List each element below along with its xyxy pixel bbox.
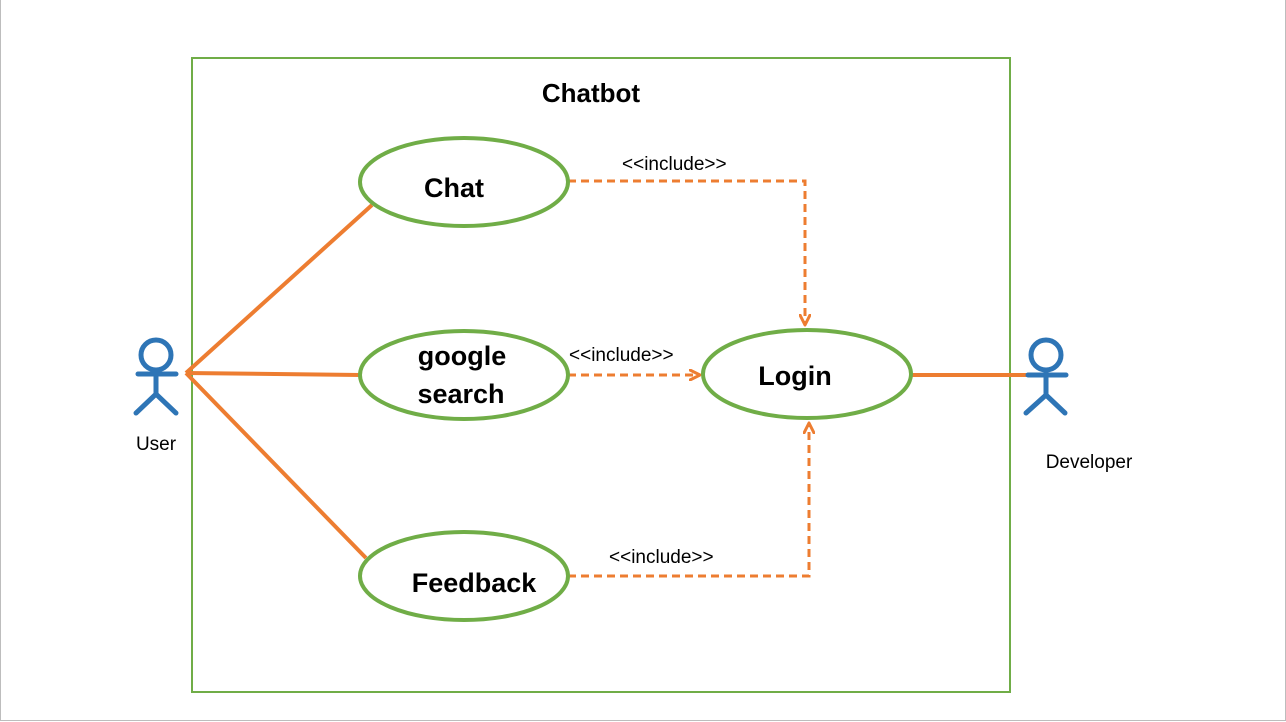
user-actor-icon xyxy=(133,337,179,416)
search-include-label: <<include>> xyxy=(569,345,674,366)
user-feedback-association xyxy=(184,371,368,560)
use-case-login-ellipse xyxy=(701,328,913,420)
use-case-feedback-label: Feedback xyxy=(412,568,538,598)
user-actor-label: User xyxy=(136,434,177,455)
use-case-login-label: Login xyxy=(758,361,831,391)
use-case-chat-label: Chat xyxy=(424,173,484,203)
chat-include-arrow xyxy=(568,179,805,325)
feedback-include-label: <<include>> xyxy=(609,547,714,568)
use-case-google-search-label-line1: google xyxy=(418,341,507,371)
use-case-login: Login xyxy=(701,328,913,420)
chat-include-label: <<include>> xyxy=(622,154,727,175)
use-case-google-search: google search xyxy=(358,329,570,421)
system-title: Chatbot xyxy=(542,78,641,108)
use-case-google-search-label-line2: search xyxy=(417,379,504,409)
use-case-chat-ellipse xyxy=(358,136,570,228)
user-search-association xyxy=(185,371,361,377)
use-case-chat: Chat xyxy=(358,136,570,228)
developer-actor-icon xyxy=(1023,337,1069,416)
feedback-include-arrow xyxy=(568,423,809,578)
use-case-feedback-ellipse xyxy=(358,530,570,622)
use-case-feedback: Feedback xyxy=(358,530,570,622)
user-chat-association xyxy=(184,203,374,375)
use-case-google-search-ellipse xyxy=(358,329,570,421)
developer-actor-label: Developer xyxy=(1046,452,1133,473)
